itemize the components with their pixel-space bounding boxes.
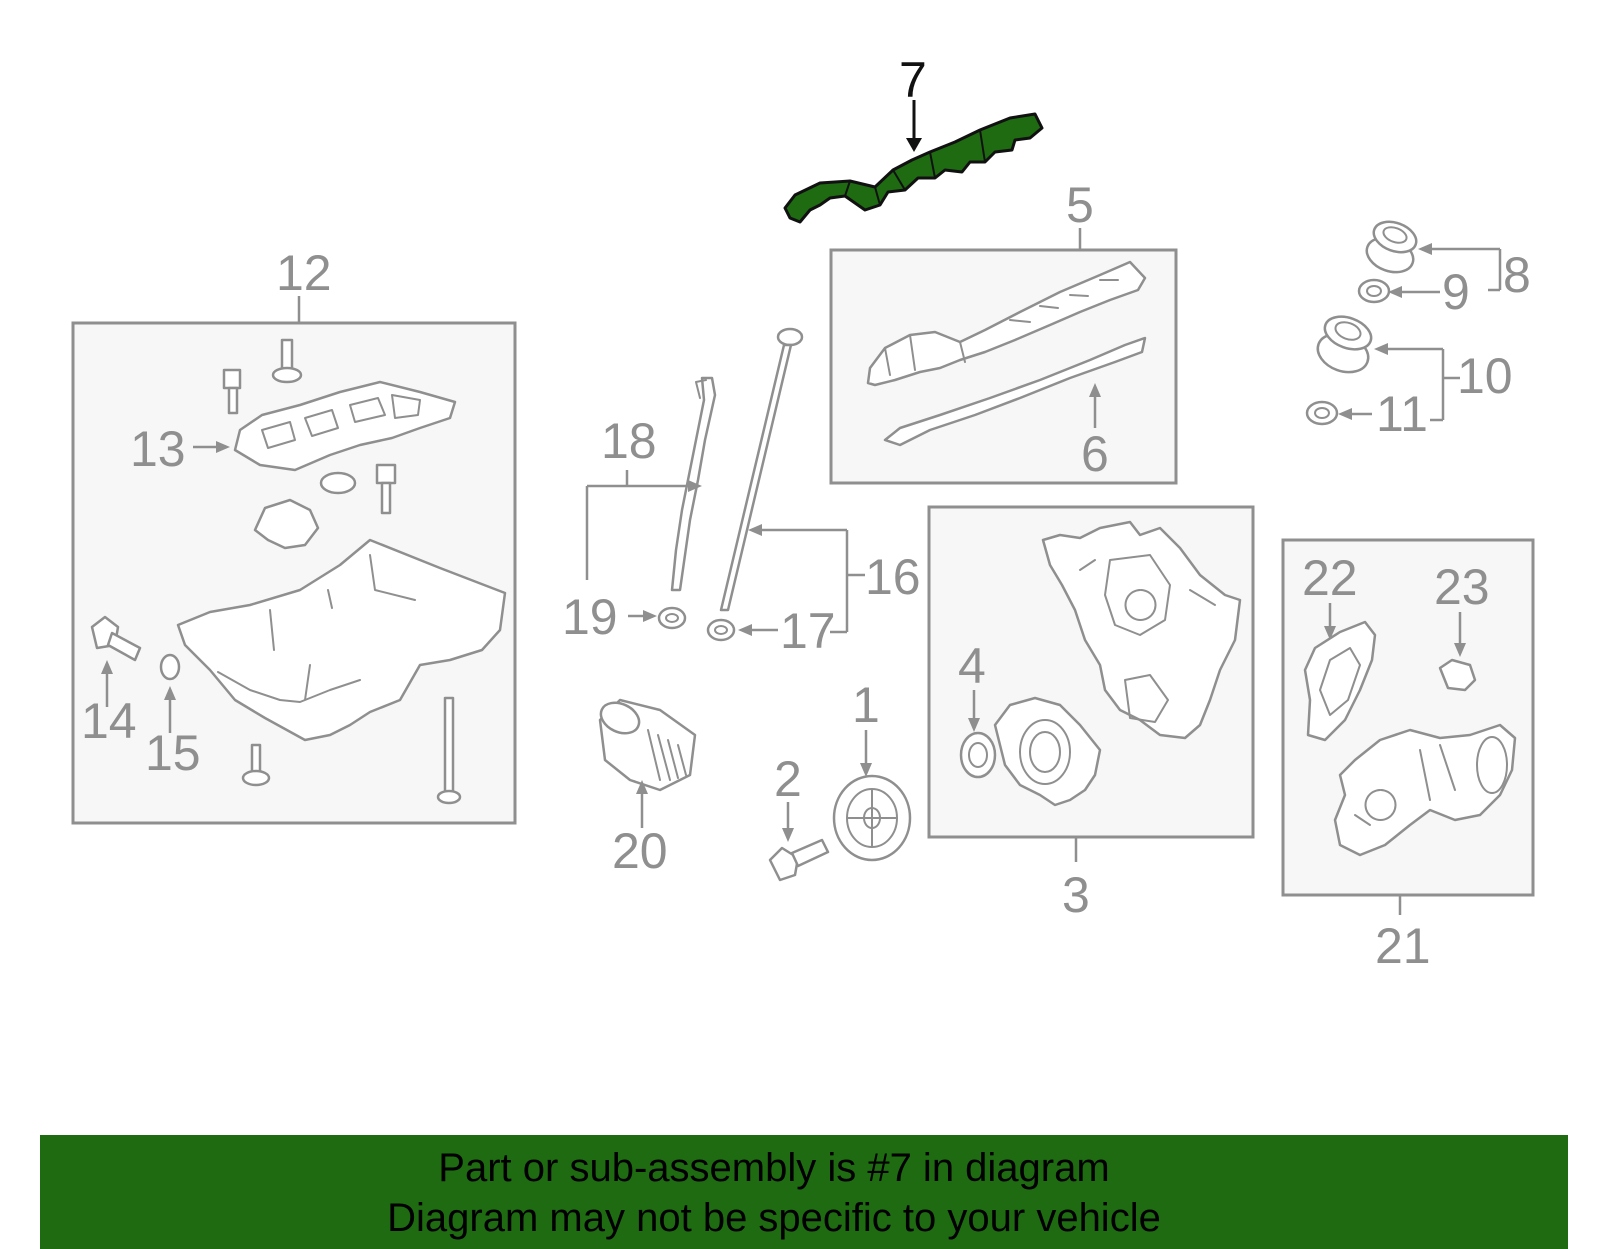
- pickup-part[interactable]: [253, 498, 320, 550]
- callout-16[interactable]: 16: [865, 549, 921, 605]
- callout-21[interactable]: 21: [1375, 918, 1431, 974]
- plug-part[interactable]: [319, 471, 357, 495]
- callout-15[interactable]: 15: [145, 725, 201, 781]
- callout-2[interactable]: 2: [774, 751, 802, 807]
- callout-14[interactable]: 14: [81, 693, 137, 749]
- part-11-seal[interactable]: [1305, 400, 1339, 426]
- callout-12[interactable]: 12: [276, 245, 332, 301]
- group-21[interactable]: 21 22 23: [1281, 538, 1535, 974]
- oil-pan-part[interactable]: [176, 538, 507, 742]
- part-17-seal[interactable]: [706, 618, 736, 642]
- part-6-gasket[interactable]: [883, 336, 1147, 447]
- part-7-cover[interactable]: [783, 112, 1044, 224]
- callout-1[interactable]: 1: [852, 677, 880, 733]
- part-19-seal[interactable]: [657, 606, 687, 630]
- part-20-oil-filter[interactable]: [596, 697, 697, 792]
- bolt-part[interactable]: [375, 463, 397, 515]
- callout-7[interactable]: 7: [899, 52, 927, 108]
- group-5[interactable]: 5 6: [829, 177, 1178, 485]
- banner-line-2: Diagram may not be specific to your vehi…: [387, 1196, 1161, 1240]
- bolt-part[interactable]: [241, 743, 271, 787]
- info-banner: Part or sub-assembly is #7 in diagram Di…: [40, 1135, 1568, 1249]
- part-2-bolt[interactable]: [768, 838, 830, 882]
- part-14-bolt[interactable]: [90, 615, 142, 662]
- water-pump-part[interactable]: [1333, 723, 1517, 857]
- callout-13[interactable]: 13: [130, 421, 186, 477]
- callout-19[interactable]: 19: [562, 589, 618, 645]
- part-5-cover[interactable]: [866, 260, 1147, 387]
- bolt-part[interactable]: [222, 368, 242, 415]
- callout-20[interactable]: 20: [612, 823, 668, 879]
- callout-6[interactable]: 6: [1081, 426, 1109, 482]
- part-7-group[interactable]: 7: [783, 52, 1044, 224]
- banner-line-1: Part or sub-assembly is #7 in diagram: [438, 1146, 1110, 1190]
- part-22-gasket[interactable]: [1303, 620, 1377, 742]
- part-15-oring[interactable]: [159, 653, 181, 681]
- callout-9[interactable]: 9: [1442, 264, 1470, 320]
- callout-17[interactable]: 17: [780, 603, 836, 659]
- group-16-18[interactable]: 18 19 16 17: [562, 327, 921, 659]
- callout-22[interactable]: 22: [1302, 550, 1358, 606]
- group-3[interactable]: 3 4: [927, 505, 1255, 923]
- part-3-timing-cover[interactable]: [1041, 520, 1242, 740]
- part-13-baffle[interactable]: [233, 380, 457, 472]
- bolt-part[interactable]: [436, 696, 462, 805]
- part-23-sensor[interactable]: [1438, 658, 1477, 692]
- part-8-cap[interactable]: [1362, 216, 1420, 278]
- callout-4[interactable]: 4: [958, 638, 986, 694]
- callout-10[interactable]: 10: [1457, 348, 1513, 404]
- callout-3[interactable]: 3: [1062, 867, 1090, 923]
- oil-pump-part[interactable]: [993, 696, 1102, 807]
- part-9-seal[interactable]: [1357, 278, 1391, 304]
- bolt-part[interactable]: [271, 338, 303, 384]
- part-4-seal[interactable]: [959, 731, 997, 779]
- part-16-dipstick[interactable]: [719, 327, 804, 612]
- callout-18[interactable]: 18: [601, 413, 657, 469]
- callout-8[interactable]: 8: [1503, 247, 1531, 303]
- group-8-11[interactable]: 8 9 10 11: [1305, 216, 1531, 442]
- part-1-pulley[interactable]: [832, 774, 912, 862]
- part-10-cap[interactable]: [1312, 311, 1375, 379]
- callout-5[interactable]: 5: [1066, 177, 1094, 233]
- callout-23[interactable]: 23: [1434, 559, 1490, 615]
- callout-11[interactable]: 11: [1376, 386, 1428, 442]
- group-12[interactable]: 12 13 14: [71, 245, 517, 825]
